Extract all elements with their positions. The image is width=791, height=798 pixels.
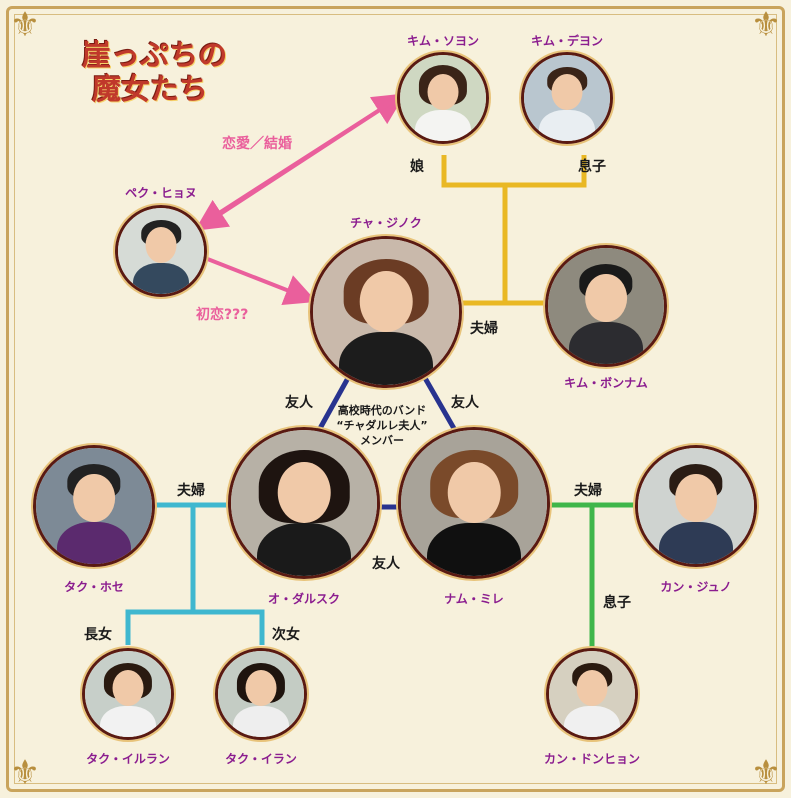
label-couple-kim: 夫婦: [470, 321, 498, 337]
name-kim-deyon: キム・デヨン: [530, 34, 603, 48]
logo-line-1: 崖っぷちの: [82, 38, 228, 72]
name-o-darusuku: オ・ダルスク: [267, 592, 340, 606]
corner-ornament-icon: ⚜: [750, 5, 782, 45]
portrait-kan-juno: [635, 445, 757, 567]
portrait-o-darusuku: [228, 427, 380, 579]
label-couple-taku: 夫婦: [177, 483, 205, 499]
name-kan-juno: カン・ジュノ: [660, 580, 732, 594]
corner-ornament-icon: ⚜: [9, 753, 41, 793]
portrait-peku-hyonu: [115, 205, 207, 297]
name-kim-soyon: キム・ソヨン: [406, 34, 479, 48]
name-taku-iruran: タク・イルラン: [86, 752, 170, 766]
portrait-kim-bonnamu: [545, 245, 667, 367]
name-kim-bonnamu: キム・ボンナム: [564, 376, 648, 390]
label-eldest-daughter: 長女: [84, 627, 112, 643]
friend-line-right: [422, 376, 459, 434]
romance-arrow-down: [194, 100, 394, 231]
label-second-daughter: 次女: [272, 627, 300, 643]
portrait-cha-jinoku: [310, 236, 462, 388]
name-taku-iran: タク・イラン: [225, 752, 297, 766]
band-note-line-1: 高校時代のバンド: [337, 404, 427, 417]
label-first-love: 初恋???: [196, 307, 249, 323]
inner-frame-line: [14, 14, 777, 784]
label-couple-kan: 夫婦: [574, 483, 602, 499]
label-romance-marriage: 恋愛／結婚: [222, 136, 292, 152]
label-friend-right: 友人: [451, 395, 479, 411]
label-daughter: 娘: [410, 159, 424, 175]
name-cha-jinoku: チャ・ジノク: [350, 216, 422, 230]
portrait-namu-mire: [398, 427, 550, 579]
label-son-kim: 息子: [578, 159, 606, 175]
logo-line-2: 魔女たち: [92, 72, 209, 106]
corner-ornament-icon: ⚜: [9, 5, 41, 45]
band-member-note: 高校時代のバンド “チャダルレ夫人” メンバー: [322, 403, 442, 448]
ornate-frame: [6, 6, 785, 792]
portrait-taku-iran: [215, 648, 307, 740]
portrait-kan-donhyon: [546, 648, 638, 740]
portrait-kim-deyon: [521, 52, 613, 144]
portrait-kim-soyon: [397, 52, 489, 144]
label-friend-left: 友人: [285, 395, 313, 411]
corner-ornament-icon: ⚜: [750, 753, 782, 793]
friend-line-left: [315, 376, 351, 434]
name-namu-mire: ナム・ミレ: [444, 592, 504, 606]
name-taku-hose: タク・ホセ: [64, 580, 124, 594]
label-son-kan: 息子: [603, 595, 631, 611]
portrait-taku-hose: [33, 445, 155, 567]
kim-children-line: [441, 155, 587, 188]
name-peku-hyonu: ペク・ヒョヌ: [125, 186, 197, 200]
first-love-arrow: [204, 256, 317, 306]
name-kan-donhyon: カン・ドンヒョン: [543, 752, 640, 766]
taku-children-line: [125, 609, 265, 645]
show-logo: 崖っぷちの 魔女たち: [82, 38, 242, 106]
band-note-line-2: “チャダルレ夫人”: [336, 419, 428, 432]
band-note-line-3: メンバー: [360, 434, 404, 447]
label-friend-bottom: 友人: [372, 556, 400, 572]
portrait-taku-iruran: [82, 648, 174, 740]
